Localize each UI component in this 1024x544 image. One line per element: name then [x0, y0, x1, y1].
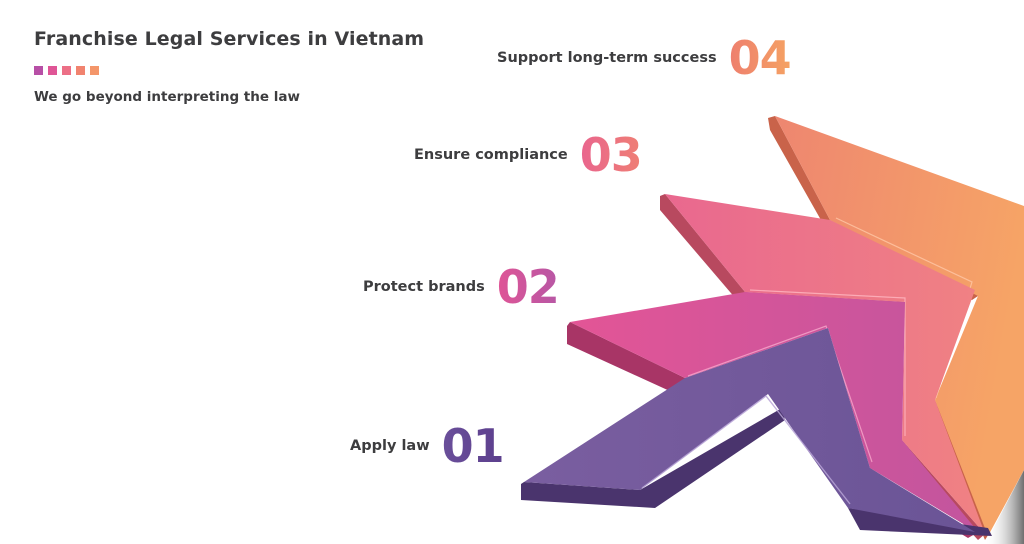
step-2-number: 02: [496, 260, 560, 314]
step-4-label: Support long-term success: [497, 50, 717, 66]
corner-shadow: [985, 470, 1024, 544]
step-3: Ensure compliance 03: [414, 128, 643, 182]
arrow-3-top: [665, 194, 985, 534]
step-3-label: Ensure compliance: [414, 147, 568, 163]
page-title: Franchise Legal Services in Vietnam: [34, 28, 425, 50]
arrow-1: [521, 328, 992, 536]
step-1: Apply law 01: [350, 419, 505, 473]
arrow-1-highlight: [641, 395, 851, 505]
page-subtitle: We go beyond interpreting the law: [34, 89, 300, 105]
step-1-number: 01: [441, 419, 505, 473]
arrow-2-side: [567, 322, 685, 398]
step-3-number: 03: [579, 128, 643, 182]
step-2: Protect brands 02: [363, 260, 560, 314]
step-4: Support long-term success 04: [497, 31, 792, 85]
accent-dot: [76, 66, 85, 75]
step-2-label: Protect brands: [363, 279, 485, 295]
arrow-3-highlight: [749, 289, 906, 436]
step-1-label: Apply law: [350, 438, 430, 454]
step-4-number: 04: [728, 31, 792, 85]
arrow-2-highlight: [687, 325, 873, 463]
accent-dot: [34, 66, 43, 75]
accent-dot: [48, 66, 57, 75]
accent-dot: [62, 66, 71, 75]
accent-dot: [90, 66, 99, 75]
arrow-1-side: [521, 408, 785, 508]
arrow-1-side-lower: [848, 508, 992, 536]
accent-dots: [34, 66, 99, 75]
arrow-2-top: [570, 292, 980, 534]
arrow-1-top: [524, 328, 975, 532]
arrow-4-top: [775, 116, 1024, 536]
